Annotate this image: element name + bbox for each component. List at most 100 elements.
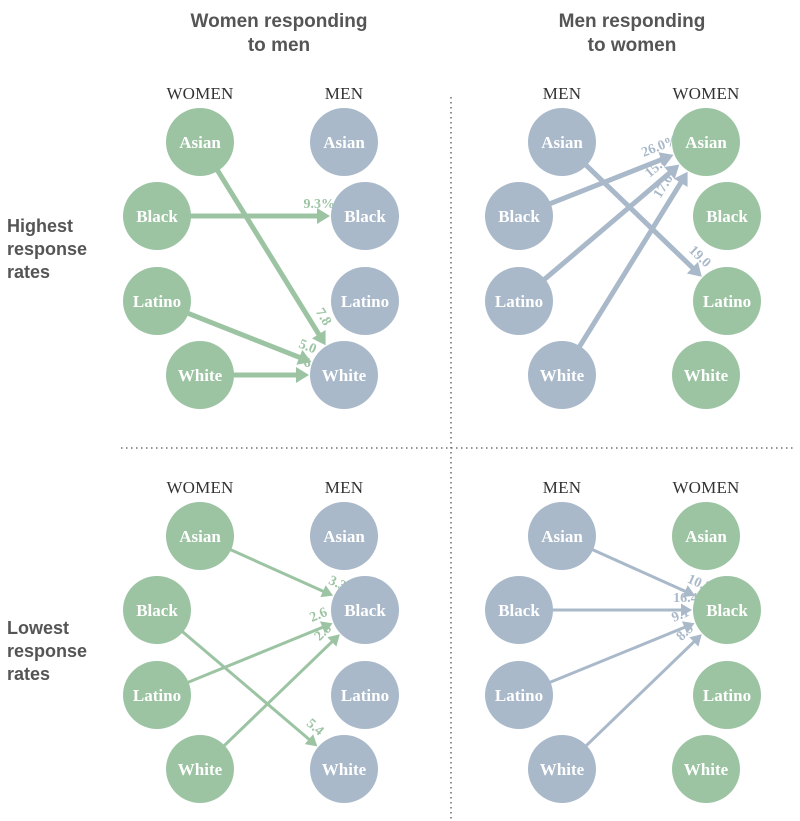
node-men-black: Black: [331, 182, 399, 250]
node-label: Black: [136, 601, 178, 620]
arrow-shaft: [540, 170, 672, 284]
node-men-black: Black: [485, 182, 553, 250]
arrows: 3.35.42.62.8: [178, 546, 348, 750]
node-women-latino: Latino: [693, 267, 761, 335]
node-label: Latino: [703, 686, 751, 705]
node-label: Black: [706, 601, 748, 620]
arrow-head: [681, 603, 692, 617]
node-circle: [331, 267, 399, 335]
node-label: White: [178, 366, 223, 385]
node-label: Asian: [541, 133, 583, 152]
top-row-heading-line2: response: [7, 239, 87, 259]
arrow-head: [296, 349, 312, 365]
node-circle: [528, 341, 596, 409]
node-circle: [310, 502, 378, 570]
node-circle: [693, 576, 761, 644]
node-circle: [123, 576, 191, 644]
arrow-shaft: [178, 628, 311, 741]
arrow-latino-to-black: 9.1: [546, 605, 695, 686]
node-circle: [166, 341, 234, 409]
arrow-value-label: 5.0: [297, 337, 319, 357]
node-circle: [331, 661, 399, 729]
node-circle: [672, 735, 740, 803]
panels: WOMENMEN7.89.3%5.06.7AsianAsianBlackBlac…: [123, 84, 761, 803]
column-label-women: WOMEN: [166, 84, 233, 103]
node-circle: [485, 267, 553, 335]
node-men-latino: Latino: [485, 661, 553, 729]
node-men-white: White: [310, 341, 378, 409]
node-men-latino: Latino: [331, 661, 399, 729]
node-men-white: White: [310, 735, 378, 803]
node-label: Asian: [541, 527, 583, 546]
left-column-heading-line2: to men: [248, 35, 310, 56]
node-women-black: Black: [123, 182, 191, 250]
bottom-row-heading-line1: Lowest: [7, 618, 69, 638]
node-circle: [485, 661, 553, 729]
column-label-men: MEN: [325, 478, 363, 497]
node-label: Asian: [323, 133, 365, 152]
node-men-asian: Asian: [310, 502, 378, 570]
arrow-shaft: [220, 640, 334, 750]
column-label-men: MEN: [325, 84, 363, 103]
node-women-asian: Asian: [166, 108, 234, 176]
node-men-asian: Asian: [528, 502, 596, 570]
arrow-value-label: 2.6: [308, 605, 330, 626]
arrow-shaft: [184, 625, 324, 686]
node-label: Asian: [685, 133, 727, 152]
arrow-asian-to-white: 7.8: [213, 166, 334, 346]
right-column-heading-line1: Men responding: [559, 11, 706, 32]
right-column-heading-line2: to women: [588, 35, 677, 56]
arrow-head: [317, 208, 330, 224]
node-label: Black: [498, 207, 540, 226]
node-women-asian: Asian: [166, 502, 234, 570]
node-circle: [485, 182, 553, 250]
row-headings: Highest response rates Lowest response r…: [7, 216, 87, 684]
node-circle: [693, 267, 761, 335]
node-circle: [528, 502, 596, 570]
node-circle: [166, 108, 234, 176]
arrow-head: [320, 585, 334, 598]
arrows: 10.316.49.18.5: [546, 546, 713, 750]
node-label: Black: [344, 601, 386, 620]
node-men-asian: Asian: [528, 108, 596, 176]
arrow-shaft: [581, 161, 695, 271]
node-circle: [672, 341, 740, 409]
node-women-white: White: [672, 735, 740, 803]
node-women-asian: Asian: [672, 502, 740, 570]
node-circle: [528, 735, 596, 803]
arrow-value-label: 16.4: [673, 591, 698, 606]
node-label: Latino: [703, 292, 751, 311]
arrow-head: [689, 634, 702, 647]
node-men-latino: Latino: [485, 267, 553, 335]
arrow-head: [664, 164, 680, 180]
node-circle: [693, 661, 761, 729]
node-men-black: Black: [485, 576, 553, 644]
arrow-shaft: [582, 640, 696, 750]
arrow-white-to-black: 2.8: [220, 621, 340, 750]
node-label: White: [540, 760, 585, 779]
arrow-head: [319, 621, 333, 634]
column-label-women: WOMEN: [672, 478, 739, 497]
top-row-heading-line3: rates: [7, 262, 50, 282]
node-circle: [123, 267, 191, 335]
node-label: Latino: [341, 686, 389, 705]
arrow-white-to-asian: 17.6: [575, 171, 688, 351]
node-men-asian: Asian: [310, 108, 378, 176]
node-label: Black: [706, 207, 748, 226]
node-circle: [672, 108, 740, 176]
node-label: Latino: [341, 292, 389, 311]
node-label: White: [684, 366, 729, 385]
panel-highest-women-to-men: WOMENMEN7.89.3%5.06.7AsianAsianBlackBlac…: [123, 84, 399, 409]
arrow-shaft: [546, 625, 686, 686]
arrow-head: [296, 367, 309, 383]
arrow-black-to-black: 9.3%: [187, 197, 335, 224]
node-circle: [331, 576, 399, 644]
node-circle: [331, 182, 399, 250]
arrow-latino-to-white: 5.0: [183, 309, 319, 365]
